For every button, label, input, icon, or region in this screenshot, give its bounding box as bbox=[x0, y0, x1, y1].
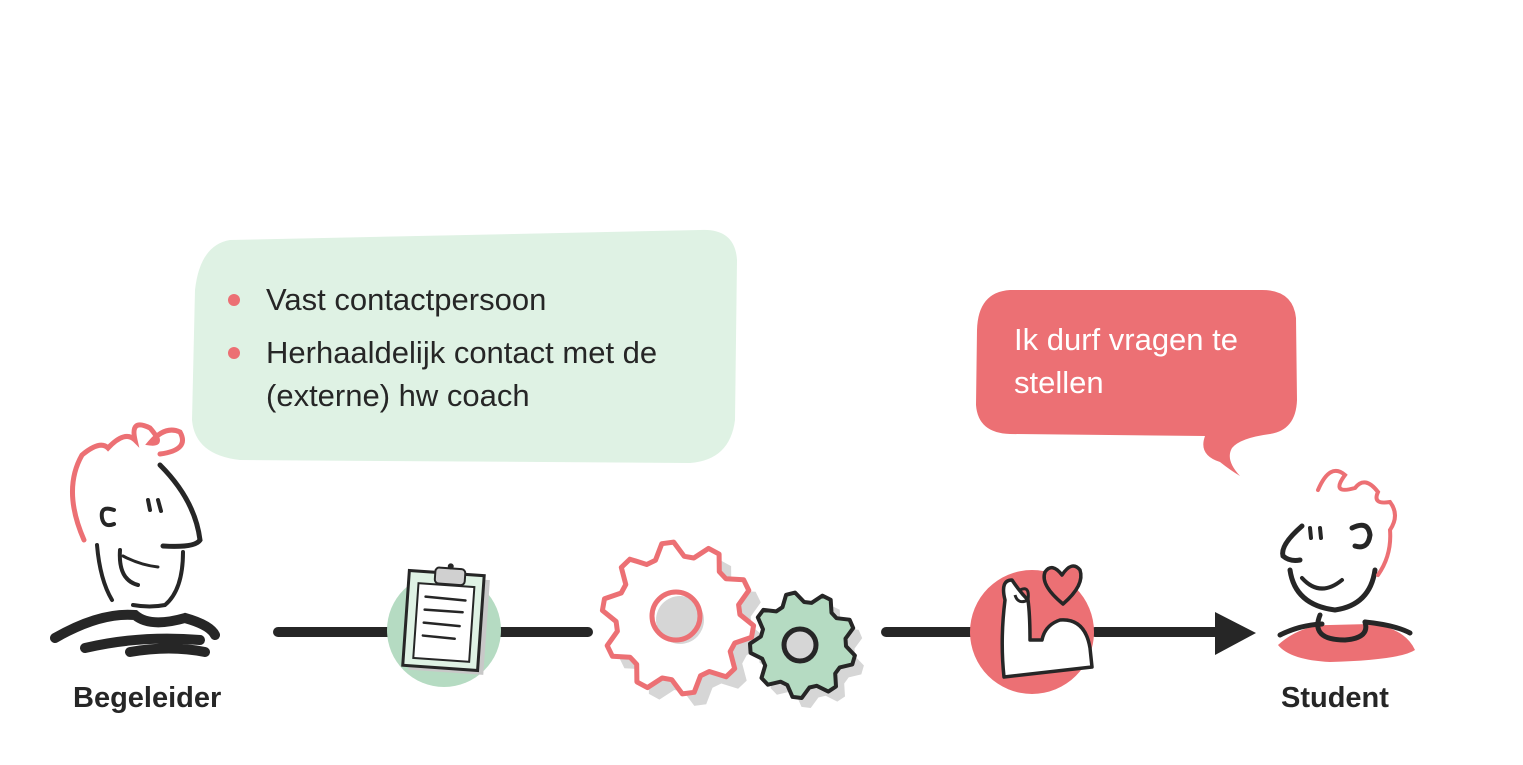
green-gear-hole bbox=[781, 626, 819, 664]
heart-icon bbox=[1042, 564, 1083, 606]
clipboard-icon bbox=[387, 563, 501, 687]
red-speech-bubble bbox=[976, 290, 1297, 476]
gears-icon bbox=[599, 539, 864, 708]
red-gear-hole bbox=[649, 589, 703, 643]
bullet-item: Vast contactpersoon bbox=[228, 278, 706, 321]
green-bubble-bullet-list: Vast contactpersoon Herhaaldelijk contac… bbox=[228, 278, 706, 427]
red-bubble-text: Ik durf vragen te stellen bbox=[1014, 322, 1239, 400]
bullet-text: Herhaaldelijk contact met de (externe) h… bbox=[266, 335, 658, 413]
bullet-text: Vast contactpersoon bbox=[266, 282, 547, 317]
flexed-arm-heart-icon bbox=[970, 564, 1094, 694]
green-speech-bubble bbox=[192, 229, 737, 463]
bullet-dot-icon bbox=[228, 347, 240, 359]
label-begeleider: Begeleider bbox=[73, 682, 222, 714]
arrowhead-icon bbox=[1215, 612, 1256, 655]
bullet-item: Herhaaldelijk contact met de (externe) h… bbox=[228, 331, 706, 417]
begeleider-figure-icon bbox=[50, 422, 220, 657]
student-figure-icon bbox=[1277, 469, 1415, 662]
bullet-dot-icon bbox=[228, 294, 240, 306]
label-student: Student bbox=[1281, 682, 1389, 714]
